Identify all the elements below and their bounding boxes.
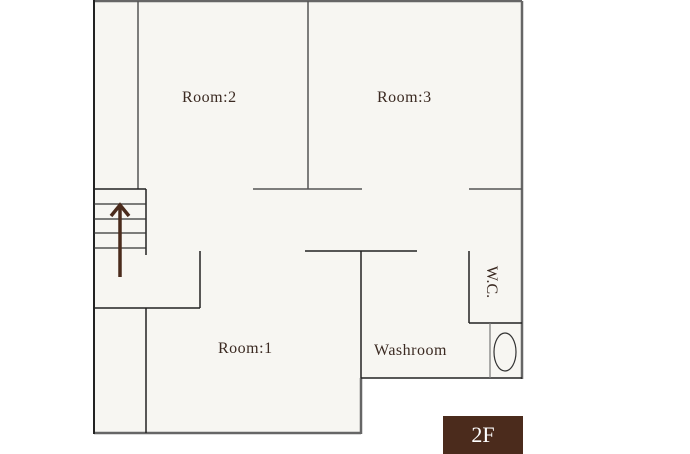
room-2-label: Room:2 (182, 89, 237, 106)
room-1-label: Room:1 (218, 340, 273, 357)
room-3-label: Room:3 (377, 89, 432, 106)
wc-label: W.C. (483, 265, 501, 299)
interior-walls (137, 1, 522, 190)
toilet-icon (493, 332, 517, 372)
floor-badge: 2F (443, 416, 523, 454)
floor-area (94, 1, 522, 433)
stairs-up-arrow-icon (109, 202, 131, 277)
washroom-label: Washroom (374, 342, 447, 359)
interior-walls-dark (94, 188, 522, 433)
